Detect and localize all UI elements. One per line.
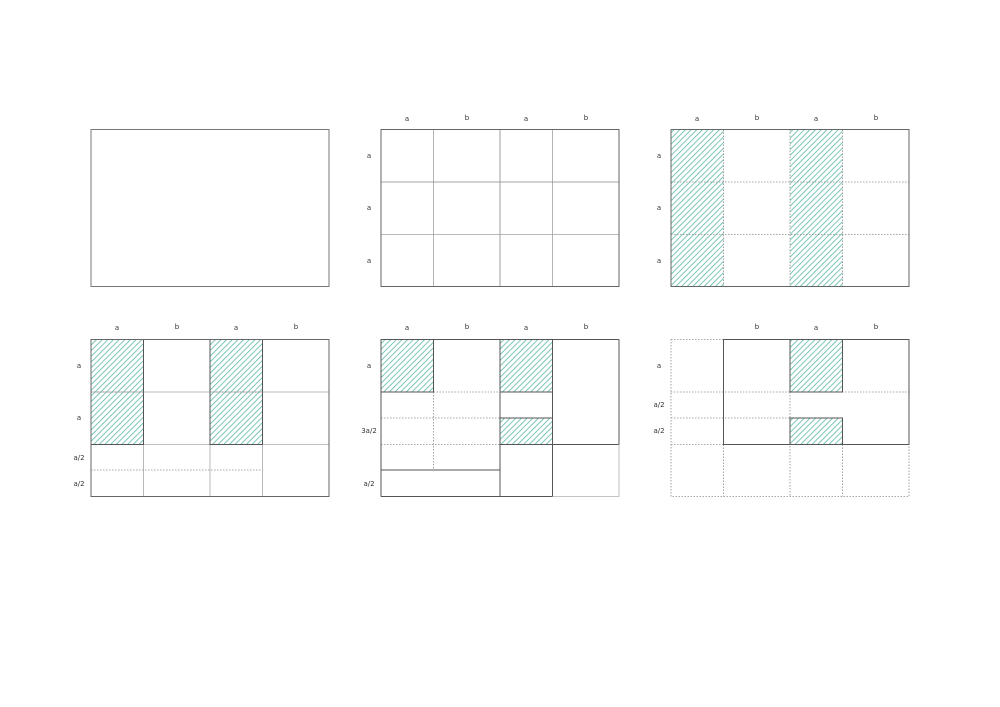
hatched-block [381,339,434,392]
panel-2: a b a b a a a [367,114,620,287]
col-label: b [465,323,470,331]
hatched-column [790,129,843,287]
row-label: a [657,152,661,160]
col-label: a [814,324,818,332]
panel-3-outline [670,129,910,287]
panel-1-outline [90,129,330,287]
col-label: a [405,115,409,123]
col-label: a [115,324,119,332]
col-label: a [814,115,818,123]
row-label: a [77,414,81,422]
col-label: a [234,324,238,332]
col-label: b [584,323,589,331]
row-label: a/2 [653,427,664,435]
panel-4-outline [90,339,330,497]
row-label: a/2 [653,401,664,409]
hatched-block [790,418,843,445]
row-label: a [657,257,661,265]
row-label: a [657,362,661,370]
hatched-block [500,339,553,392]
hatched-block [790,339,843,392]
hatched-block [500,418,553,445]
col-label: a [695,115,699,123]
row-label: a [657,204,661,212]
panel-3: a b a b a a a [657,114,910,287]
col-label: b [755,114,760,122]
panel-4: a b a b a a a/2 a/2 [73,323,330,497]
panel-5: a b a b a 3a/2 a/2 [361,323,620,497]
row-label: a [367,152,371,160]
panel-1 [90,129,330,287]
col-label: a [524,115,528,123]
row-label: 3a/2 [361,427,377,435]
col-label: b [465,114,470,122]
row-label: a [367,257,371,265]
col-label: b [874,114,879,122]
col-label: a [524,324,528,332]
col-label: b [755,323,760,331]
row-label: a/2 [73,480,84,488]
col-label: a [405,324,409,332]
row-label: a [77,362,81,370]
col-label: b [584,114,589,122]
panel-6: b a b a a/2 a/2 [653,323,910,497]
row-label: a/2 [73,454,84,462]
row-label: a/2 [363,480,374,488]
col-label: b [294,323,299,331]
hatched-column [671,129,724,287]
col-label: b [874,323,879,331]
col-label: b [175,323,180,331]
row-label: a [367,204,371,212]
row-label: a [367,362,371,370]
panel-2-outline [380,129,620,287]
